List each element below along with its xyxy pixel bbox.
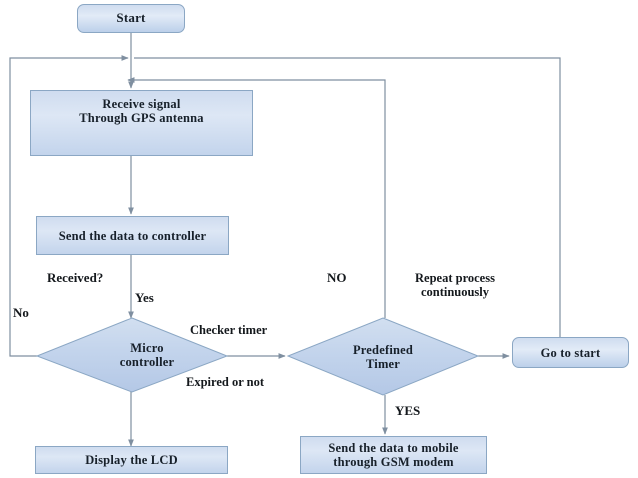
node-go-to-start[interactable]: Go to start [512, 337, 629, 368]
node-go-to-start-label: Go to start [540, 345, 601, 360]
edge-label-no-upper: NO [327, 270, 347, 286]
edge-label-yes-upper: YES [395, 403, 421, 419]
edge-label-received: Received? [47, 270, 104, 286]
edge-label-expired-or-not: Expired or not [186, 375, 265, 390]
edge-label-repeat-process: Repeat process continuously [415, 271, 495, 300]
predefined-timer-diamond-shape [286, 317, 480, 396]
node-predefined-timer-label: Predefined Timer [352, 342, 414, 371]
edge-label-yes: Yes [135, 290, 154, 306]
node-predefined-timer[interactable]: Predefined Timer [288, 318, 478, 395]
node-send-to-mobile-gsm[interactable]: Send the data to mobile through GSM mode… [300, 436, 487, 474]
node-start-label: Start [116, 10, 146, 26]
edge-timer-no-loopback [127, 77, 386, 318]
edge-goto-to-start [134, 57, 561, 337]
edge-label-checker-timer: Checker timer [190, 323, 268, 338]
node-start[interactable]: Start [77, 4, 185, 33]
micro-controller-diamond-shape [35, 317, 229, 393]
node-send-to-controller-label: Send the data to controller [58, 228, 207, 243]
node-send-to-mobile-gsm-label: Send the data to mobile through GSM mode… [328, 441, 459, 469]
node-display-lcd[interactable]: Display the LCD [35, 446, 228, 474]
node-receive-signal-label: Receive signal Through GPS antenna [79, 97, 204, 125]
node-micro-controller-label: Micro controller [119, 341, 175, 369]
edge-micro-no-loopback [9, 55, 129, 357]
node-receive-signal[interactable]: Receive signal Through GPS antenna [30, 90, 253, 156]
node-send-to-controller[interactable]: Send the data to controller [36, 216, 229, 255]
node-display-lcd-label: Display the LCD [85, 453, 178, 467]
node-micro-controller[interactable]: Micro controller [37, 318, 227, 392]
edge-label-no-left: No [13, 305, 29, 321]
